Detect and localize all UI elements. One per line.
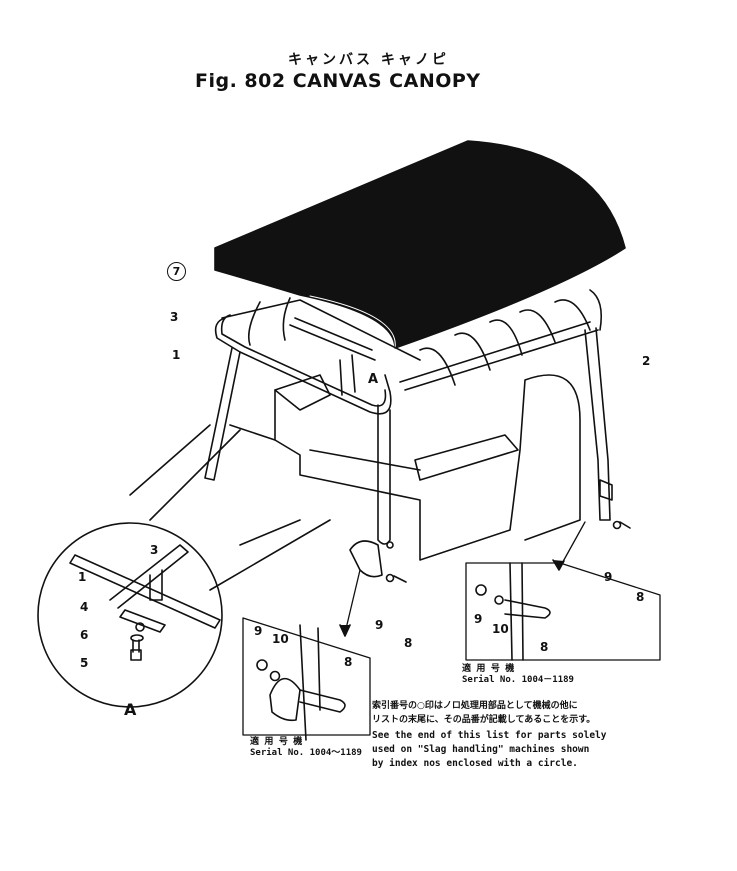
- left-serial-jp: 適 用 号 機: [250, 737, 303, 747]
- left-serial-text: Serial No. 1004～1189: [250, 748, 362, 758]
- note-jp-line-2: リストの末尾に、その品番が記載してあることを示す。: [372, 715, 596, 725]
- right-serial-label: 適 用 号 機 Serial No. 1004－1189: [462, 664, 574, 686]
- callout-7: 7: [167, 262, 186, 281]
- left-inset-frame: [242, 617, 371, 736]
- detail-a-circle: [37, 522, 223, 708]
- right-inset-callout-9: 9: [474, 612, 483, 626]
- detail-callout-3: 3: [150, 543, 159, 557]
- callout-1: 1: [172, 348, 181, 362]
- canvas-top: [214, 140, 626, 349]
- right-inset-callout-10: 10: [492, 622, 509, 636]
- right-inset-callout-8: 8: [540, 640, 549, 654]
- note-english: See the end of this list for parts solel…: [372, 729, 607, 771]
- rear-right-post: [584, 327, 611, 521]
- rear-post-bracket: [599, 479, 613, 501]
- callout-a: A: [368, 372, 379, 387]
- callout-9-front: 9: [375, 618, 384, 632]
- detail-label-a: A: [124, 700, 137, 719]
- left-inset-callout-8: 8: [344, 655, 353, 669]
- frame-top-rail: [221, 299, 421, 361]
- right-inset-frame: [465, 562, 661, 661]
- detail-callout-1: 1: [78, 570, 87, 584]
- note-en-line-1: See the end of this list for parts solel…: [372, 730, 607, 741]
- callout-9-rear: 9: [604, 570, 613, 584]
- detail-callout-6: 6: [80, 628, 89, 642]
- figure-title-japanese: キャンバス キャノピ: [288, 52, 449, 68]
- detail-callout-5: 5: [80, 656, 89, 670]
- note-jp-line-1: 索引番号の○印はノロ処理用部品として機械の他に: [372, 701, 578, 711]
- front-post-bracket: [349, 540, 383, 578]
- left-inset-callout-9: 9: [254, 624, 263, 638]
- callout-2: 2: [642, 354, 651, 368]
- front-left-post: [204, 347, 241, 481]
- seat-body: [274, 374, 581, 561]
- front-right-post: [377, 404, 391, 545]
- note-en-line-3: by index nos enclosed with a circle.: [372, 758, 578, 769]
- frame-front-rail: [214, 317, 392, 415]
- note-japanese: 索引番号の○印はノロ処理用部品として機械の他に リストの末尾に、その品番が記載し…: [372, 699, 595, 727]
- detail-callout-4: 4: [80, 600, 89, 614]
- note-en-line-2: used on "Slag handling" machines shown: [372, 744, 590, 755]
- callout-8-front: 8: [404, 636, 413, 650]
- left-serial-label: 適 用 号 機 Serial No. 1004～1189: [250, 737, 362, 759]
- right-serial-jp: 適 用 号 機: [462, 664, 515, 674]
- callout-3: 3: [170, 310, 179, 324]
- right-serial-text: Serial No. 1004－1189: [462, 675, 574, 685]
- figure-title: Fig. 802 CANVAS CANOPY: [195, 70, 481, 92]
- left-inset-callout-10: 10: [272, 632, 289, 646]
- callout-8-rear: 8: [636, 590, 645, 604]
